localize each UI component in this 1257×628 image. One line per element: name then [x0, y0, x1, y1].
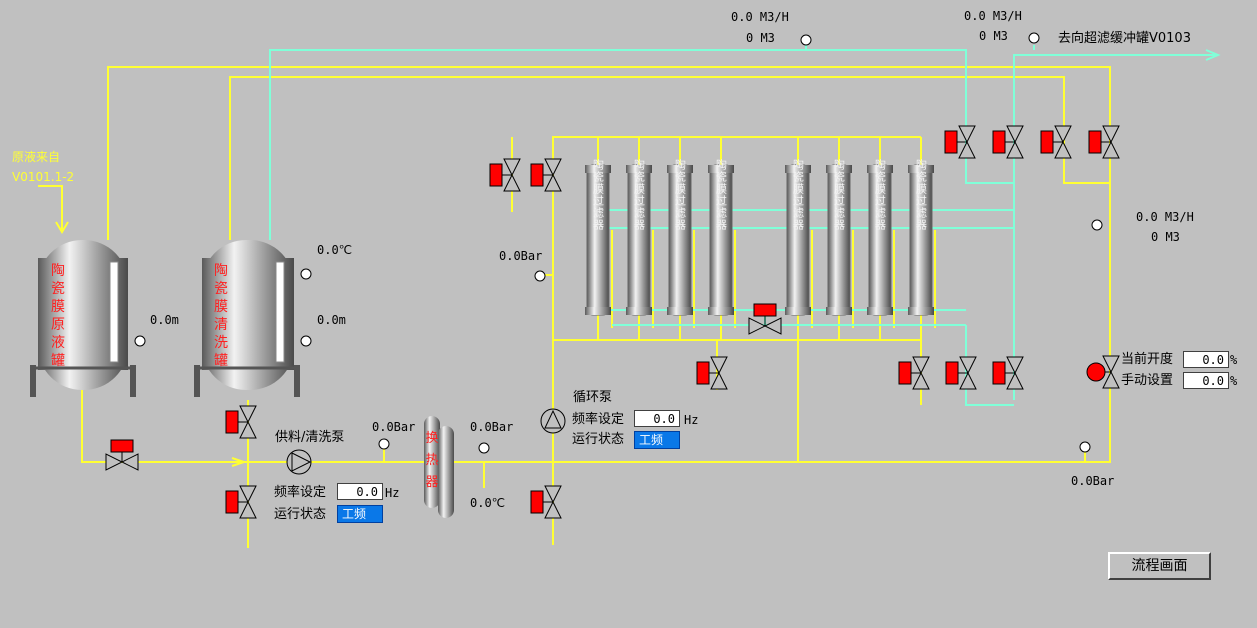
feed-pump-status-label: 运行状态 [274, 507, 327, 522]
control-valve-body [1102, 355, 1120, 389]
flow-top-right-total: 0 M3 [979, 29, 1008, 43]
membrane-filter: 陶瓷膜过滤器 [667, 158, 693, 316]
valve-actuator [992, 130, 1006, 154]
valve-actuator [753, 303, 777, 317]
tank-cleaning [194, 240, 300, 397]
membrane-label: 陶瓷膜过滤器 [833, 158, 846, 231]
feed-pump-name: 供料/清洗泵 [275, 430, 345, 445]
valve-actuator [944, 130, 958, 154]
feed-pump-icon [286, 449, 312, 475]
tank-feed [30, 240, 136, 397]
circ-pump-freq-unit: Hz [684, 413, 699, 427]
valve-actuator [530, 490, 544, 514]
valve-actuator [110, 439, 134, 453]
control-valve-actuator [1086, 362, 1106, 382]
feed-pump-freq-label: 频率设定 [274, 485, 327, 500]
membrane-group: 陶瓷膜过滤器 陶瓷膜过滤器 陶瓷膜过滤器 陶瓷膜过滤器 陶瓷膜过滤器 陶瓷膜过滤器 陶瓷膜过… [585, 158, 934, 316]
tank2-name: 陶瓷膜清洗罐 [214, 263, 228, 369]
valve-actuator [1040, 130, 1054, 154]
feed-pump-freq-unit: Hz [385, 486, 400, 500]
membrane-label: 陶瓷膜过滤器 [674, 158, 687, 231]
circ-pump-status[interactable]: 工频 [634, 431, 680, 449]
membrane-filter: 陶瓷膜过滤器 [826, 158, 852, 316]
valve-manual-input[interactable]: 0.0 [1183, 372, 1229, 389]
membrane-filter: 陶瓷膜过滤器 [585, 158, 611, 316]
pressure-membrane-in: 0.0Bar [499, 249, 543, 263]
pressure-before-hx: 0.0Bar [372, 420, 416, 434]
valve-actuator [1088, 130, 1102, 154]
valve[interactable] [225, 485, 257, 519]
feed-source-line1: 原液来自 [12, 150, 61, 164]
membrane-label: 陶瓷膜过滤器 [715, 158, 728, 231]
pressure-after-hx: 0.0Bar [470, 420, 514, 434]
valve-manual-unit: % [1230, 374, 1238, 388]
valve[interactable] [748, 303, 782, 335]
valve-actuator [489, 163, 503, 187]
valve[interactable] [898, 356, 930, 390]
feed-pump-status[interactable]: 工频 [337, 505, 383, 523]
valve[interactable] [105, 439, 139, 471]
valve[interactable] [696, 356, 728, 390]
outlet-label: 去向超滤缓冲罐V0103 [1058, 31, 1191, 46]
valve[interactable] [1040, 125, 1072, 159]
permeate-lines [269, 45, 1221, 406]
heat-exchanger-name: 换热器 [425, 431, 439, 490]
valve-group [105, 125, 1120, 519]
circ-pump-freq-label: 频率设定 [572, 412, 625, 427]
circ-pump-name: 循环泵 [573, 390, 613, 405]
tank2-temp: 0.0℃ [317, 243, 353, 257]
valve-actuator [696, 361, 710, 385]
instrument-taps [134, 32, 1103, 454]
valve-actuator [945, 361, 959, 385]
flow-top-right-rate: 0.0 M3/H [964, 9, 1022, 23]
valve[interactable] [489, 158, 521, 192]
valve[interactable] [945, 356, 977, 390]
valve[interactable] [992, 125, 1024, 159]
membrane-filter: 陶瓷膜过滤器 [626, 158, 652, 316]
circ-pump-status-label: 运行状态 [572, 432, 625, 447]
valve[interactable] [1088, 125, 1120, 159]
circ-pump-icon [540, 408, 566, 434]
flow-top-left-total: 0 M3 [746, 31, 775, 45]
flow-right-total: 0 M3 [1151, 230, 1180, 244]
valve-actuator [225, 490, 239, 514]
valve-current-label: 当前开度 [1121, 352, 1174, 367]
membrane-label: 陶瓷膜过滤器 [592, 158, 605, 231]
tank1-name: 陶瓷膜原液罐 [51, 263, 65, 369]
valve[interactable] [944, 125, 976, 159]
membrane-filter: 陶瓷膜过滤器 [785, 158, 811, 316]
flow-right-rate: 0.0 M3/H [1136, 210, 1194, 224]
feed-source-line2: V0101.1-2 [12, 170, 75, 184]
membrane-label: 陶瓷膜过滤器 [792, 158, 805, 231]
membrane-filter: 陶瓷膜过滤器 [708, 158, 734, 316]
valve[interactable] [530, 158, 562, 192]
valve-actuator [992, 361, 1006, 385]
tank1-level: 0.0m [150, 313, 179, 327]
membrane-label: 陶瓷膜过滤器 [874, 158, 887, 231]
membrane-filter: 陶瓷膜过滤器 [867, 158, 893, 316]
pressure-return: 0.0Bar [1071, 474, 1115, 488]
feed-pump-freq-input[interactable]: 0.0 [337, 483, 383, 500]
membrane-filter: 陶瓷膜过滤器 [908, 158, 934, 316]
valve-actuator [225, 410, 239, 434]
valve-current-unit: % [1230, 353, 1238, 367]
circ-pump-freq-input[interactable]: 0.0 [634, 410, 680, 427]
feed-lines [81, 66, 1111, 548]
process-screen-button[interactable]: 流程画面 [1108, 552, 1211, 580]
valve-actuator [530, 163, 544, 187]
valve[interactable] [225, 405, 257, 439]
membrane-label: 陶瓷膜过滤器 [915, 158, 928, 231]
feed-arrow [38, 185, 69, 234]
heat-exchanger [424, 416, 454, 518]
tank2-level: 0.0m [317, 313, 346, 327]
membrane-label: 陶瓷膜过滤器 [633, 158, 646, 231]
valve-actuator [898, 361, 912, 385]
valve[interactable] [992, 356, 1024, 390]
valve-current-value: 0.0 [1183, 351, 1229, 368]
valve-manual-label: 手动设置 [1121, 373, 1174, 388]
valve[interactable] [530, 485, 562, 519]
flow-top-left-rate: 0.0 M3/H [731, 10, 789, 24]
temp-after-hx: 0.0℃ [470, 496, 506, 510]
